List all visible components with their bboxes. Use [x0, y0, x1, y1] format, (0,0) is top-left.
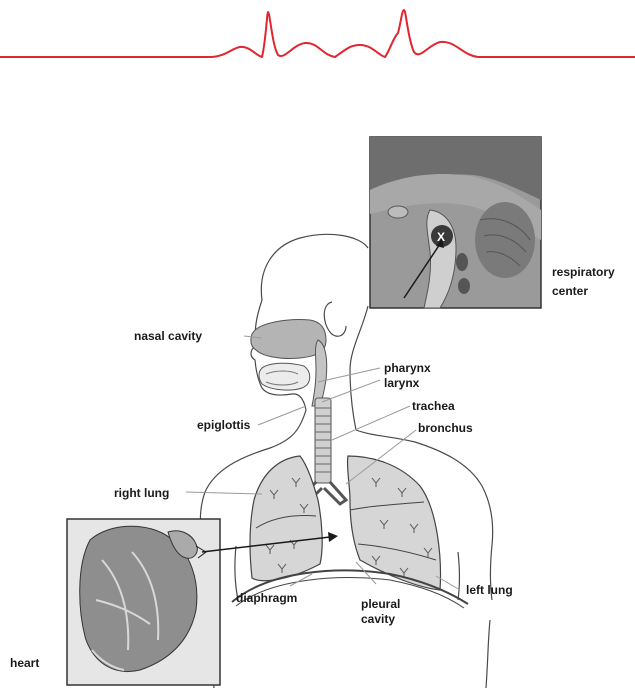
bronchus-label: bronchus: [418, 421, 473, 435]
diaphragm-label: diaphragm: [236, 591, 297, 605]
trachea-label: trachea: [412, 399, 455, 413]
heart-inset: [67, 519, 220, 685]
brain-marker: X: [437, 230, 445, 244]
heart-label: heart: [10, 656, 39, 670]
nasal-cavity-label: nasal cavity: [134, 329, 202, 343]
brain-inset: [370, 137, 541, 308]
epiglottis-label: epiglottis: [197, 418, 251, 432]
larynx-label: larynx: [384, 376, 420, 390]
mouth-shape: [259, 363, 310, 390]
pleural-cavity-label-line2: cavity: [361, 612, 395, 626]
nasal-cavity-shape: [251, 320, 326, 359]
right-lung-shape: [250, 456, 322, 581]
respiratory-center-label-line2: center: [552, 284, 588, 298]
ecg-waveform-icon: [0, 10, 635, 57]
right-lung-label: right lung: [114, 486, 169, 500]
pharynx-label: pharynx: [384, 361, 431, 375]
respiratory-center-label-line1: respiratory: [552, 265, 615, 279]
trachea-shape: [315, 398, 331, 483]
pleural-cavity-label-line1: pleural: [361, 597, 400, 611]
left-lung-label: left lung: [466, 583, 513, 597]
